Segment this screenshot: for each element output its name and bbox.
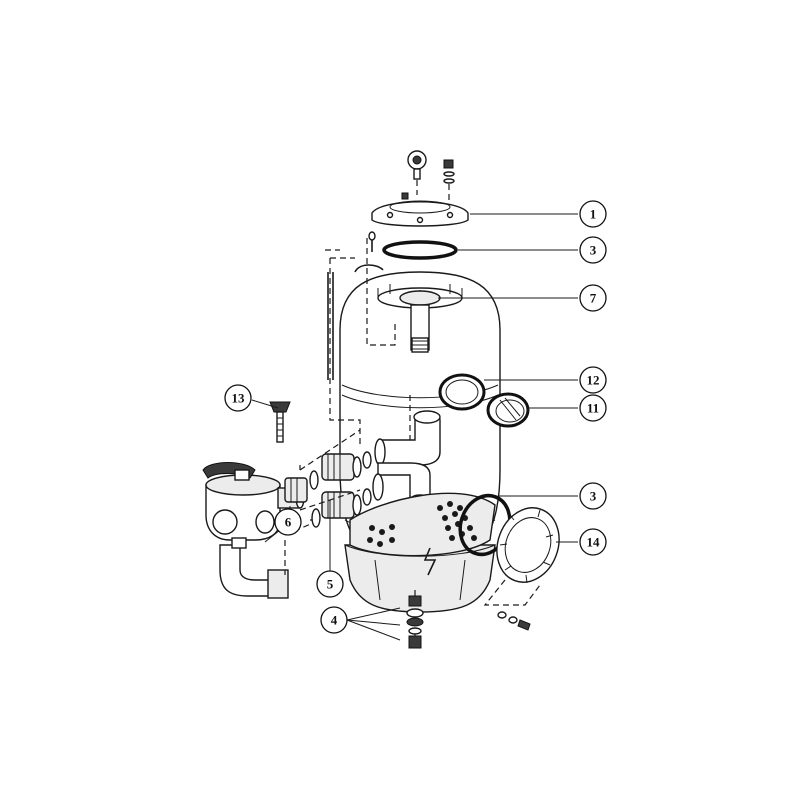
manhole-cover <box>496 507 560 584</box>
internal-pipe-outline <box>329 238 411 445</box>
callout-label: 12 <box>587 373 600 388</box>
callout-label: 1 <box>590 207 597 222</box>
callout-label: 11 <box>587 401 599 416</box>
lid-pin <box>368 231 376 252</box>
callout-4: 4 <box>320 606 348 634</box>
air-vent-parts <box>443 159 455 200</box>
callout-5: 5 <box>316 570 344 598</box>
callout-12: 12 <box>579 366 607 394</box>
callout-label: 14 <box>587 535 601 550</box>
callout-1: 1 <box>579 200 607 228</box>
callout-label: 3 <box>590 243 597 258</box>
callout-7: 7 <box>579 284 607 312</box>
multiport-valve <box>202 462 305 599</box>
bleed-valve <box>269 401 291 443</box>
callout-13: 13 <box>224 384 252 412</box>
upper-elbow <box>374 410 441 466</box>
callout-label: 5 <box>327 577 334 592</box>
clamp-clip <box>354 264 384 273</box>
callout-14: 14 <box>579 528 607 556</box>
callout-label: 7 <box>590 291 597 306</box>
valve-gasket-upper <box>309 470 319 490</box>
sight-glass-gasket <box>438 373 486 411</box>
valve-gasket-lower <box>311 508 321 528</box>
callout-label: 3 <box>590 489 597 504</box>
callout-label: 4 <box>331 613 338 628</box>
top-o-ring <box>382 240 458 260</box>
callout-3-top: 3 <box>579 236 607 264</box>
lateral-collector <box>349 492 496 576</box>
pressure-gauge <box>407 150 427 195</box>
callout-label: 6 <box>285 515 292 530</box>
drain-parts <box>406 590 424 649</box>
callout-label: 13 <box>232 391 246 406</box>
sight-glass-cover <box>486 392 530 428</box>
internal-rod <box>327 272 334 380</box>
diffuser <box>399 290 441 353</box>
leader-lines <box>251 213 578 641</box>
manhole-bolts <box>483 579 541 631</box>
upper-union <box>321 451 372 481</box>
callout-3-lower: 3 <box>579 482 607 510</box>
tank-lid <box>371 192 469 227</box>
callout-11: 11 <box>579 394 607 422</box>
valve-union-nut <box>284 477 308 503</box>
callout-6: 6 <box>274 508 302 536</box>
